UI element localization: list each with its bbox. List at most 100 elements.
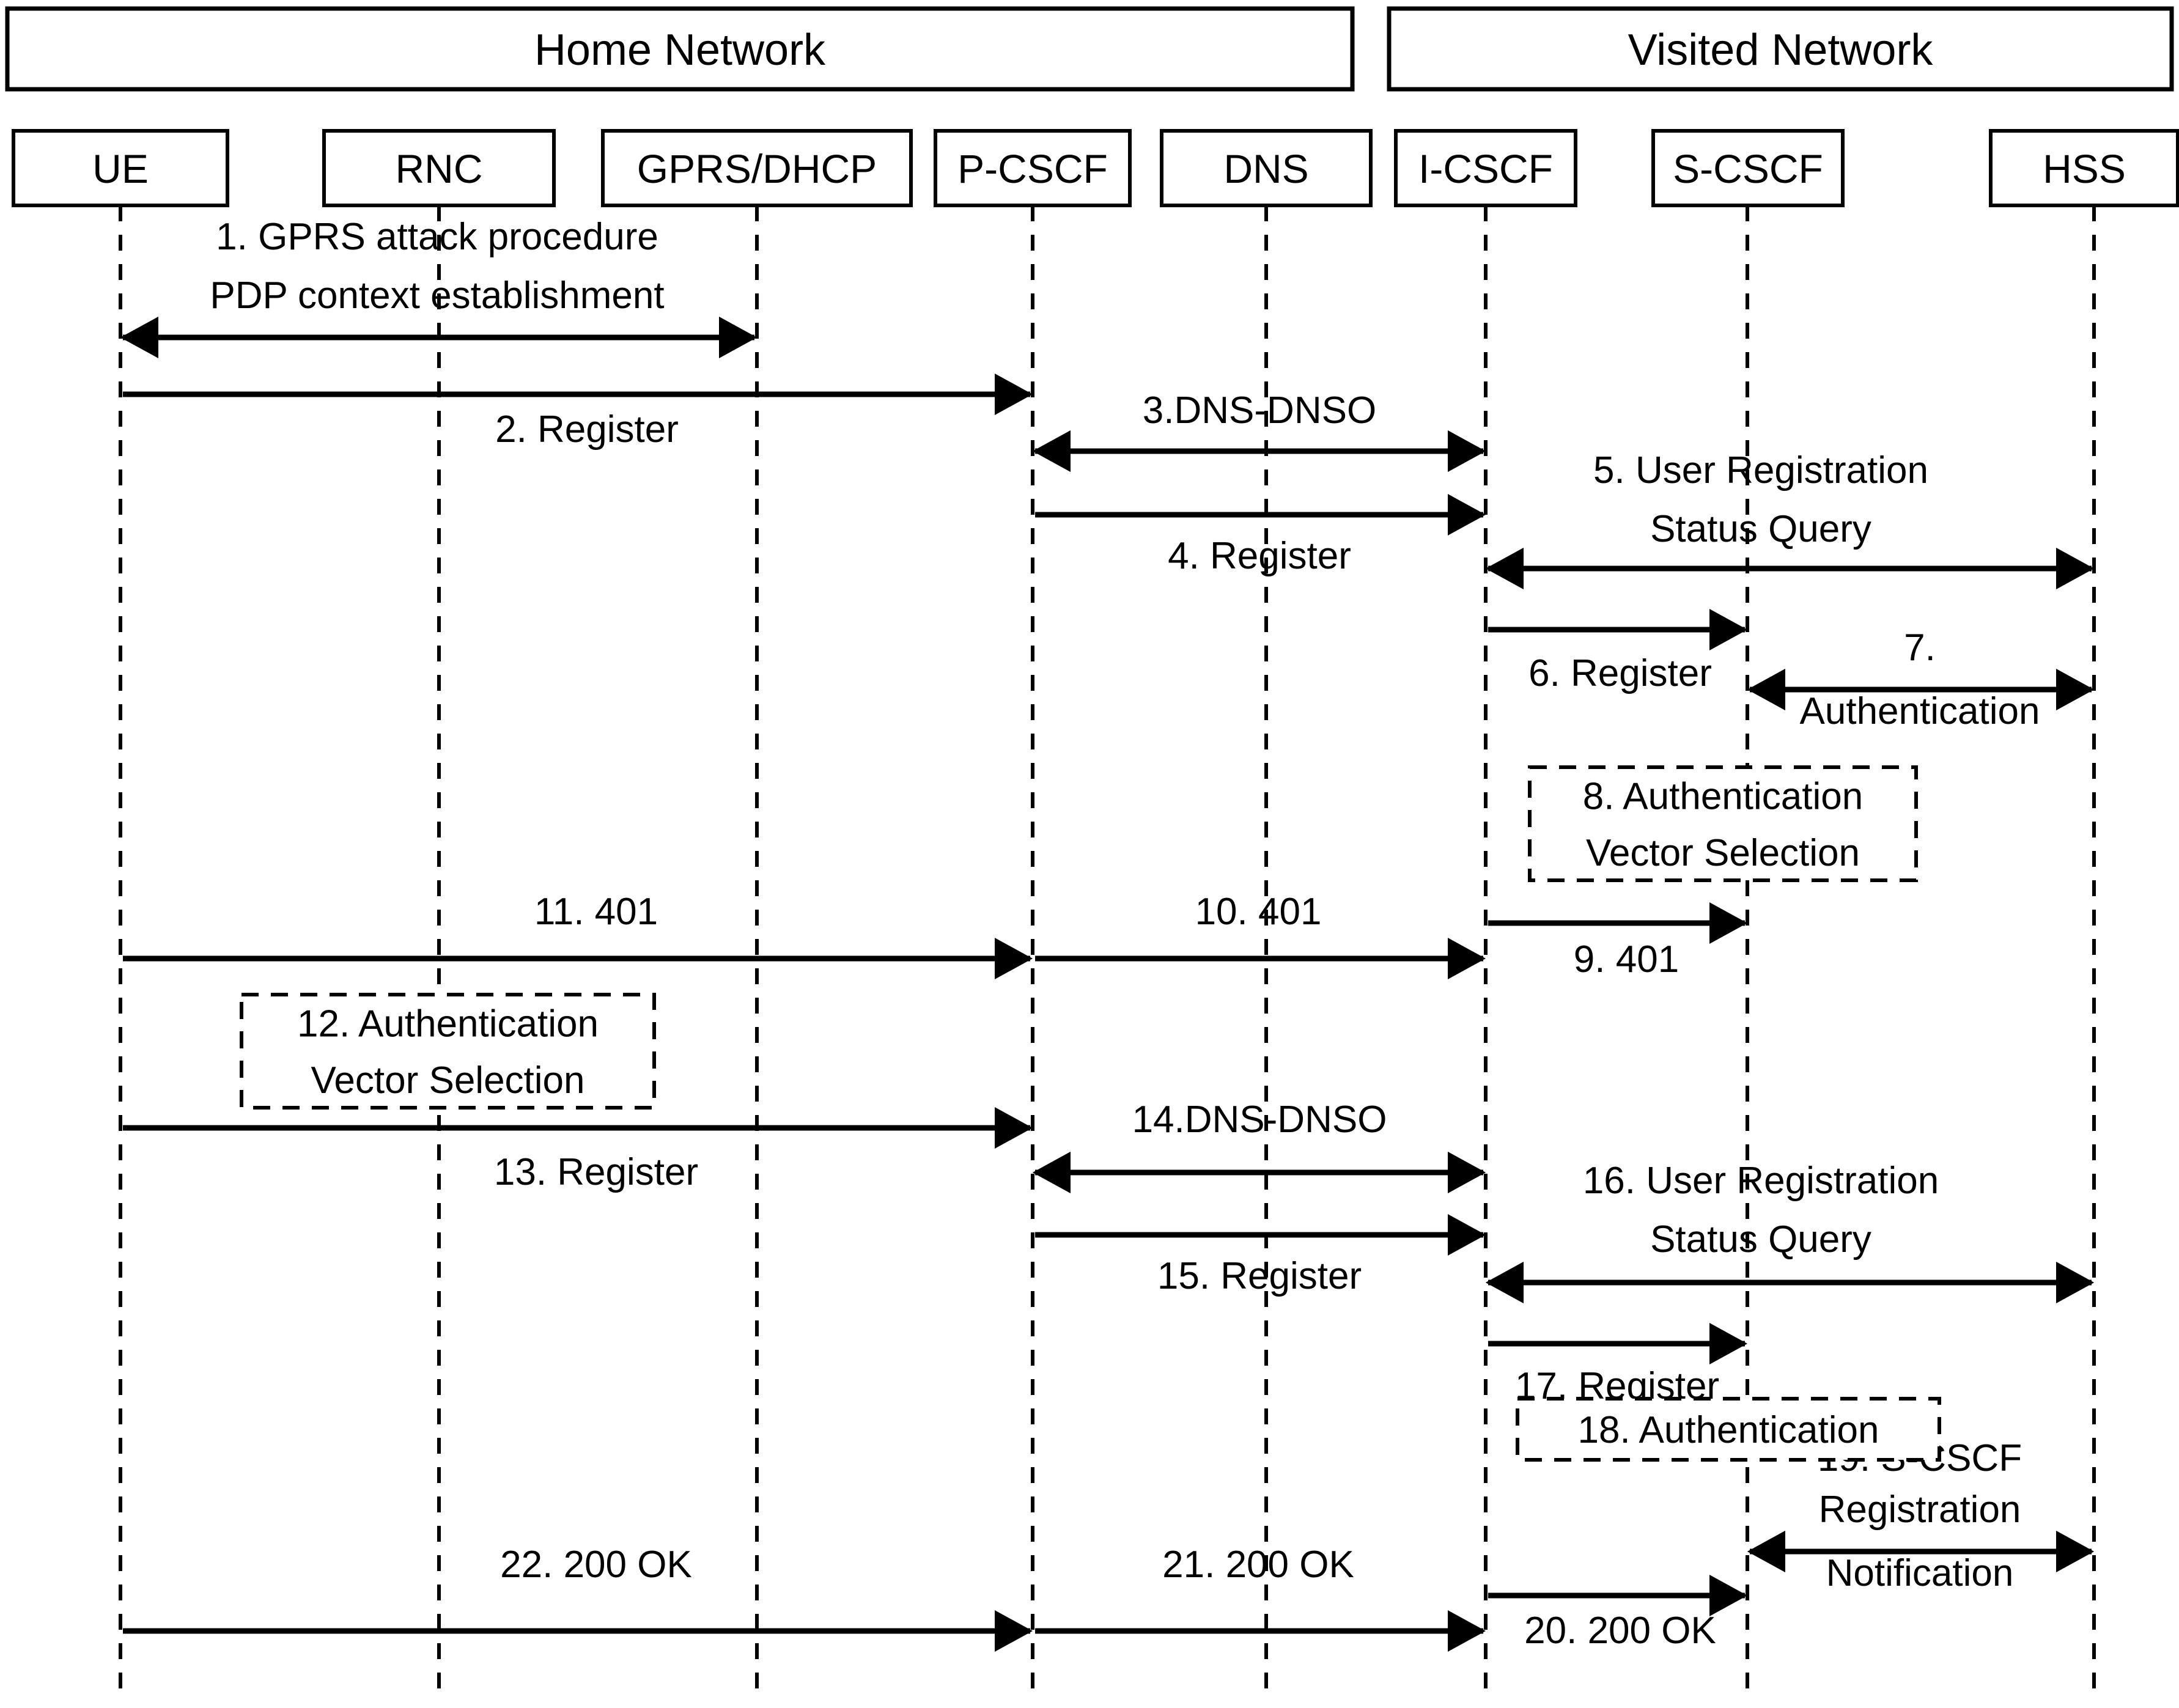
note-label-8: 8. Authentication: [1583, 775, 1863, 817]
message-label-4: 4. Register: [1168, 535, 1351, 577]
arrow-head: [995, 938, 1033, 979]
message-6[interactable]: 6. Register: [1488, 609, 1747, 694]
message-label-2: 2. Register: [495, 408, 679, 451]
message-label-3: 3.DNS-DNSO: [1143, 389, 1376, 432]
arrow-head: [2056, 1531, 2094, 1572]
message-label-20: 20. 200 OK: [1524, 1610, 1716, 1652]
message-4[interactable]: 4. Register: [1035, 494, 1486, 577]
participant-box-icscf[interactable]: [1394, 129, 1577, 207]
participant-hss[interactable]: HSS: [1989, 129, 2179, 207]
arrow-head: [995, 1107, 1033, 1149]
participant-icscf[interactable]: I-CSCF: [1394, 129, 1577, 207]
arrow-head: [1448, 494, 1486, 536]
group-box-home: [5, 6, 1355, 92]
note-box-12: [240, 993, 656, 1110]
message-22[interactable]: 22. 200 OK: [123, 1544, 1033, 1652]
group-box-visited: [1387, 6, 2174, 92]
message-2[interactable]: 2. Register: [123, 374, 1033, 451]
message-label-13: 13. Register: [494, 1151, 698, 1193]
message-15[interactable]: 15. Register: [1035, 1214, 1486, 1297]
note-18: 18. Authentication: [1516, 1397, 1941, 1462]
participant-box-dns[interactable]: [1160, 129, 1373, 207]
note-label-8: Vector Selection: [1586, 832, 1860, 874]
participant-label-dns: DNS: [1223, 146, 1308, 191]
message-label-15: 15. Register: [1157, 1255, 1362, 1297]
participant-label-icscf: I-CSCF: [1418, 146, 1553, 191]
arrow-head: [995, 374, 1033, 415]
message-label-1: PDP context establishment: [210, 274, 664, 317]
arrow-head: [120, 317, 158, 358]
arrow-head: [1033, 1152, 1071, 1193]
participant-label-rnc: RNC: [396, 146, 483, 191]
participant-box-hss[interactable]: [1989, 129, 2179, 207]
message-label-14: 14.DNS-DNSO: [1132, 1099, 1387, 1141]
message-label-6: 6. Register: [1528, 652, 1712, 694]
message-20[interactable]: 20. 200 OK: [1488, 1575, 1747, 1652]
participant-pcscf[interactable]: P-CSCF: [934, 129, 1132, 207]
arrow-head: [1448, 430, 1486, 472]
arrow-head: [2056, 1262, 2094, 1303]
arrow-head: [1709, 1575, 1747, 1616]
message-label-19: Registration: [1819, 1489, 2021, 1531]
arrow-head: [995, 1610, 1033, 1652]
arrow-head: [1709, 902, 1747, 944]
message-11[interactable]: 11. 401: [123, 891, 1033, 979]
network-group-visited: Visited Network: [1387, 6, 2174, 92]
arrow-head: [1709, 609, 1747, 650]
note-label-18: 18. Authentication: [1578, 1409, 1879, 1451]
arrow-head: [1747, 669, 1785, 710]
note-label-12: Vector Selection: [311, 1059, 584, 1102]
message-label-19: Notification: [1826, 1552, 2014, 1594]
arrow-head: [1486, 548, 1524, 589]
message-label-5: Status Query: [1650, 508, 1871, 550]
message-label-16: 16. User Registration: [1583, 1160, 1939, 1202]
participant-rnc[interactable]: RNC: [322, 129, 556, 207]
participant-gprs[interactable]: GPRS/DHCP: [601, 129, 913, 207]
message-label-10: 10. 401: [1195, 891, 1322, 933]
group-label-visited: Visited Network: [1628, 26, 1934, 75]
participant-scscf[interactable]: S-CSCF: [1651, 129, 1845, 207]
message-10[interactable]: 10. 401: [1035, 891, 1486, 979]
arrow-head: [1747, 1531, 1785, 1572]
participant-label-gprs: GPRS/DHCP: [637, 146, 877, 191]
arrow-head: [2056, 548, 2094, 589]
message-label-16: Status Query: [1650, 1218, 1871, 1261]
participant-label-scscf: S-CSCF: [1673, 146, 1823, 191]
message-7[interactable]: 7.Authentication: [1747, 627, 2094, 732]
arrow-head: [2056, 669, 2094, 710]
arrow-head: [1448, 1214, 1486, 1256]
message-13[interactable]: 13. Register: [123, 1107, 1033, 1193]
participant-ue[interactable]: UE: [12, 129, 229, 207]
network-group-home: Home Network: [5, 6, 1355, 92]
arrow-head: [1448, 1610, 1486, 1652]
message-label-5: 5. User Registration: [1593, 449, 1928, 491]
message-14[interactable]: 14.DNS-DNSO: [1033, 1099, 1486, 1193]
group-label-home: Home Network: [534, 26, 826, 75]
participant-box-gprs[interactable]: [601, 129, 913, 207]
participant-label-ue: UE: [92, 146, 149, 191]
message-label-22: 22. 200 OK: [500, 1544, 692, 1586]
note-box-18: [1516, 1397, 1941, 1462]
arrow-head: [1033, 430, 1071, 472]
message-label-21: 21. 200 OK: [1162, 1544, 1354, 1586]
message-3[interactable]: 3.DNS-DNSO: [1033, 389, 1486, 472]
arrow-head: [1486, 1262, 1524, 1303]
message-17[interactable]: 17. Register: [1488, 1323, 1747, 1407]
message-9[interactable]: 9. 401: [1488, 902, 1747, 981]
arrow-head: [1709, 1323, 1747, 1364]
note-box-8: [1528, 765, 1918, 882]
message-21[interactable]: 21. 200 OK: [1035, 1544, 1486, 1652]
participant-dns[interactable]: DNS: [1160, 129, 1373, 207]
participant-label-hss: HSS: [2043, 146, 2126, 191]
message-label-9: 9. 401: [1574, 938, 1679, 981]
arrow-head: [1448, 938, 1486, 979]
arrow-head: [719, 317, 757, 358]
note-label-12: 12. Authentication: [297, 1003, 599, 1045]
arrow-head: [1448, 1152, 1486, 1193]
message-label-1: 1. GPRS attack procedure: [216, 216, 658, 258]
